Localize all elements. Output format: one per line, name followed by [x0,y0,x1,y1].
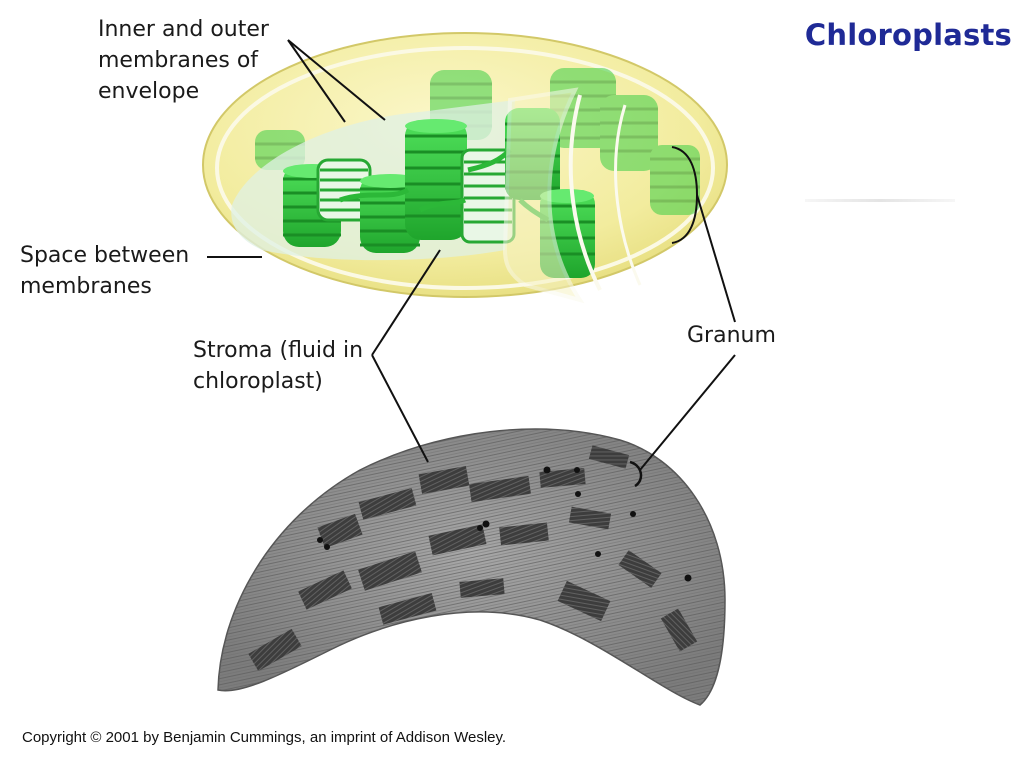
label-space-line-1: Space between [20,243,190,268]
electron-micrograph [217,428,726,706]
label-stroma: Stroma (fluid in chloroplast) [193,335,363,397]
divider-line [805,199,955,202]
label-stroma-line-1: Stroma (fluid in [193,338,364,363]
back-grana [255,68,700,215]
label-granum: Granum [687,323,776,348]
label-space-line-2: membranes [20,274,152,299]
chloroplast-illustration [202,32,728,304]
slide-title: Chloroplasts [804,18,1012,52]
label-envelope: Inner and outer membranes of envelope [98,14,269,107]
label-space-between-membranes: Space between membranes [20,240,189,302]
label-envelope-line-3: envelope [98,79,200,104]
copyright-notice: Copyright © 2001 by Benjamin Cummings, a… [22,729,507,746]
inner-envelope [215,46,715,290]
leader-lines [207,39,736,471]
label-stroma-line-2: chloroplast) [193,369,323,394]
cut-wedge [502,87,585,304]
label-envelope-line-2: membranes of [98,48,259,73]
label-envelope-line-1: Inner and outer [98,17,269,42]
